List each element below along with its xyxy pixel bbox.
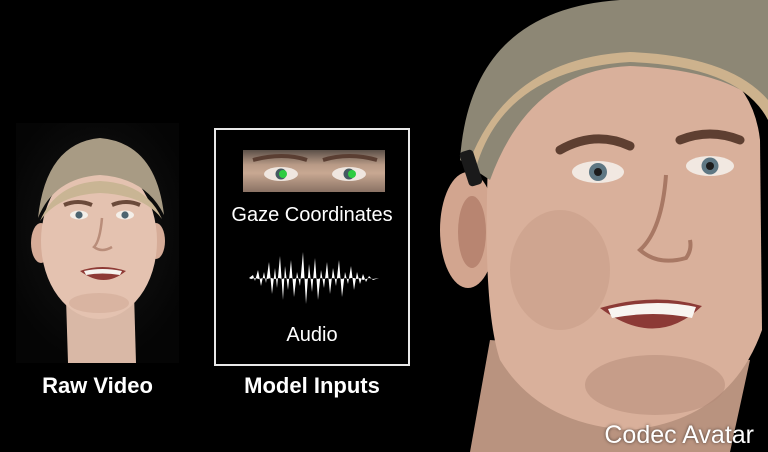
audio-waveform-icon bbox=[249, 242, 379, 319]
codec-avatar-label: Codec Avatar bbox=[604, 421, 754, 449]
avatar-face-image bbox=[440, 0, 768, 452]
gaze-marker-right bbox=[348, 170, 356, 178]
raw-face-image bbox=[31, 138, 165, 363]
model-inputs-box: Gaze Coordinates Audio bbox=[214, 128, 410, 366]
gaze-coordinates-label: Gaze Coordinates bbox=[231, 204, 393, 226]
raw-video-frame bbox=[16, 123, 179, 363]
gaze-eye-image bbox=[243, 150, 385, 192]
audio-label: Audio bbox=[286, 324, 338, 346]
raw-video-label: Raw Video bbox=[42, 373, 153, 398]
model-inputs-label: Model Inputs bbox=[244, 373, 380, 398]
gaze-marker-left bbox=[279, 170, 287, 178]
codec-avatar-render: Codec Avatar bbox=[430, 0, 768, 452]
